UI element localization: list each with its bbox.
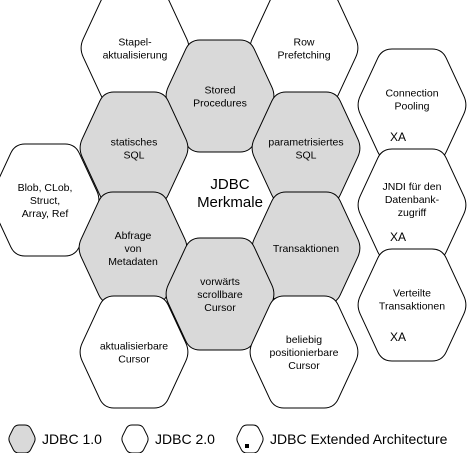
hexagon-label-line: parametrisiertes: [268, 137, 343, 149]
hexagon-shape: [79, 295, 189, 409]
hexagon-label-line: Abfrage: [115, 230, 152, 242]
hexagon-shape: [251, 91, 361, 205]
hexagon-label-line: Stored: [205, 85, 236, 97]
feature-hexagons: Stapel-aktualisierung RowPrefetchingStore…: [0, 0, 467, 409]
hexagon-label-line: statisches: [111, 137, 158, 149]
legend-swatch: [8, 424, 36, 453]
xa-marker: XA: [390, 230, 406, 244]
hexagon-label-line: Pooling: [394, 101, 429, 113]
hexagon-label-line: SQL: [295, 150, 316, 162]
hexagon-label-line: SQL: [123, 150, 144, 162]
hexagon-shape: [357, 48, 467, 162]
hexagon-label-line: Row: [293, 37, 314, 49]
hexagon-label-line: Cursor: [204, 302, 236, 314]
hexagon-label-line: aktualisierbare: [100, 341, 168, 353]
legend-label: JDBC 1.0: [42, 431, 102, 447]
hexagon-label-line: Prefetching: [277, 50, 330, 62]
hexagon-shape: [249, 295, 359, 409]
hexagon-label-line: scrollbare: [197, 289, 243, 301]
legend-label: JDBC 2.0: [155, 431, 215, 447]
hexagon-label-line: zugriff: [398, 207, 426, 219]
hexagon-label-line: Procedures: [193, 98, 247, 110]
hexagon-label-line: Stapel-: [118, 37, 152, 49]
hexagon-shape: [357, 248, 467, 362]
hexagon-label-line: von: [125, 243, 142, 255]
hexagon-label-line: Cursor: [118, 354, 150, 366]
hexagon-label-line: Metadaten: [108, 256, 158, 268]
center-label-line-1: JDBC: [210, 176, 249, 193]
hexagon-label-line: aktualisierung: [103, 50, 168, 62]
legend-swatch: [121, 424, 149, 453]
hexagon-label-line: beliebig: [286, 334, 322, 346]
legend: JDBC 1.0 JDBC 2.0 JDBC Extended Architectu…: [8, 424, 448, 453]
legend-item-extended: JDBC Extended Architecture: [236, 424, 448, 453]
hexagon-label-line: vorwärts: [200, 276, 240, 288]
hexagon-label-line: Blob, CLob,: [18, 182, 73, 194]
xa-marker: XA: [390, 130, 406, 144]
legend-item-jdbc2: JDBC 2.0: [121, 424, 215, 453]
hexagon-label-line: positionierbare: [270, 347, 339, 359]
hexagon-label-line: JNDI für den: [383, 181, 442, 193]
hexagon-label-line: Connection: [385, 88, 438, 100]
hexagon-label-line: Datenbank-: [385, 194, 440, 206]
center-label-line-2: Merkmale: [197, 194, 263, 211]
center-label: JDBC Merkmale: [197, 176, 263, 211]
hexagon-label-line: Transaktionen: [379, 301, 445, 313]
hexagon-label-line: Transaktionen: [273, 243, 339, 255]
hexagon-shape: [357, 148, 467, 262]
hexagon-label-line: Cursor: [288, 360, 320, 372]
legend-swatch: [236, 424, 264, 453]
legend-label: JDBC Extended Architecture: [270, 431, 448, 447]
xa-marker: XA: [390, 330, 406, 344]
hexagon-stapel: Stapel-aktualisierung: [80, 0, 190, 105]
hexagon-shape: [79, 91, 189, 205]
legend-item-jdbc1: JDBC 1.0: [8, 424, 102, 453]
hexagon-transaktionen: Transaktionen: [251, 191, 361, 305]
legend-xa-marker: [245, 444, 249, 448]
hexagon-label-line: Struct,: [30, 195, 60, 207]
hexagon-label-line: Array, Ref: [22, 208, 69, 220]
hexagon-label-line: Verteilte: [393, 288, 431, 300]
